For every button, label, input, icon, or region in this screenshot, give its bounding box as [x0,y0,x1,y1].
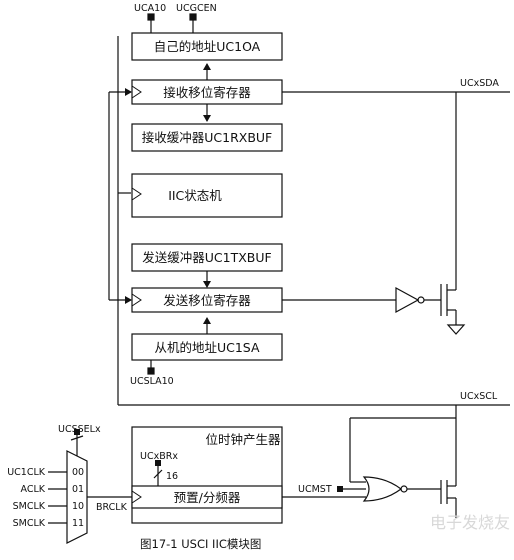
receive-shift-label: 接收移位寄存器 [163,85,251,100]
ucxscl-label: UCxSCL [460,391,498,402]
mux-input-label: SMCLK [13,501,46,512]
prescaler-label: 预置/分频器 [174,490,241,505]
receive-buffer-block [131,123,283,152]
bus-width-label: 16 [166,471,178,482]
mux-input-label: UC1CLK [7,467,46,478]
own-address-label: 自己的地址UC1OA [154,39,261,54]
ucgcen-label: UCGCEN [176,3,217,14]
ucxbrx-label: UCxBRx [140,451,178,462]
own-address-block [131,32,283,61]
watermark: 电子发烧友 [430,513,510,532]
ucxsda-label: UCxSDA [460,78,499,89]
mux-input-code: 00 [72,467,84,478]
ucmst-label: UCMST [298,484,332,495]
mux-input-code: 11 [72,518,84,529]
mux-input-label: SMCLK [13,518,46,529]
mux-input-code: 01 [72,484,84,495]
uca10-label: UCA10 [134,3,166,14]
brclk-label: BRCLK [96,502,128,513]
transmit-buffer-label: 发送缓冲器UC1TXBUF [142,250,271,265]
clock-source-mux [66,434,132,544]
receive-buffer-label: 接收缓冲器UC1RXBUF [142,130,273,145]
transmit-buffer-block [131,243,283,272]
clock-triangle-icon [131,85,142,504]
slave-address-block [131,333,283,361]
receive-shift-block [131,79,283,105]
mux-input-code: 10 [72,501,84,512]
mux-input-label: ACLK [21,484,46,495]
ucsla10-label: UCSLA10 [130,376,174,387]
state-machine-label: IIC状态机 [168,188,222,203]
transmit-shift-block [131,287,283,313]
ground-icon [446,324,466,335]
transmit-shift-label: 发送移位寄存器 [163,293,251,308]
ucsselx-label: UCSSELx [58,424,101,435]
nor-gate-icon [362,476,441,502]
state-machine-block [131,173,283,218]
inverter-icon [395,286,441,314]
slave-address-label: 从机的地址UC1SA [154,340,259,355]
bitclock-group-label: 位时钟产生器 [205,432,281,447]
figure-caption: 图17-1 USCI IIC模块图 [140,537,261,551]
